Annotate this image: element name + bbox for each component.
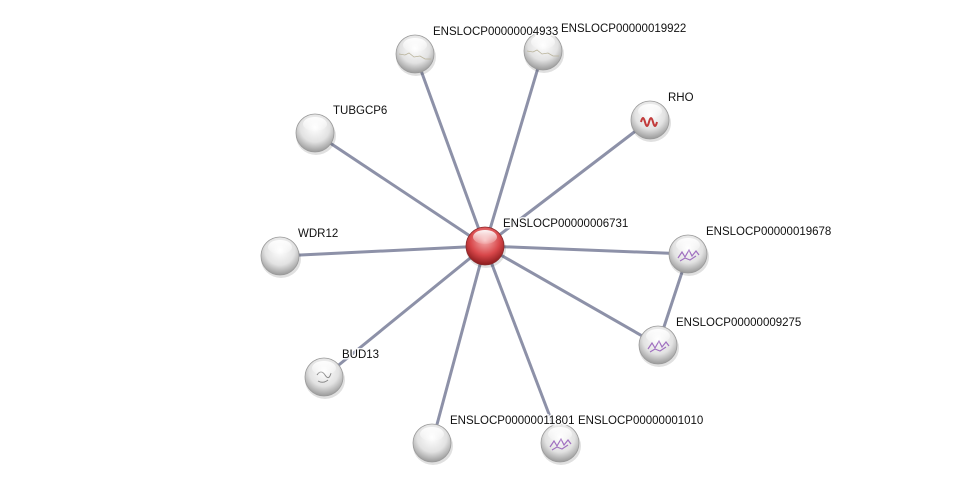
node-label: BUD13: [342, 349, 379, 361]
edge-ENSLOCP00000006731-BUD13[interactable]: [323, 244, 486, 379]
ball-highlight: [303, 117, 327, 131]
node-ENSLOCP00000006731[interactable]: [465, 226, 506, 268]
ball-highlight: [268, 240, 292, 254]
edge-ENSLOCP00000006731-ENSLOCP00000019922[interactable]: [483, 50, 545, 247]
edge-ENSLOCP00000006731-ENSLOCP00000001010[interactable]: [483, 245, 562, 444]
nodes-layer: [260, 31, 709, 465]
node-label: ENSLOCP00000019922: [561, 23, 686, 35]
ball-highlight: [420, 427, 444, 441]
ball-highlight: [548, 427, 572, 441]
node-TUBGCP6[interactable]: [295, 113, 336, 155]
edge-ENSLOCP00000006731-ENSLOCP00000011801[interactable]: [430, 245, 487, 444]
node-ENSLOCP00000009275[interactable]: [638, 325, 679, 367]
structure-icon: [526, 49, 559, 57]
ball-highlight: [676, 238, 700, 252]
node-ENSLOCP00000004933[interactable]: [395, 34, 436, 76]
ball-highlight: [403, 38, 427, 52]
edge-ENSLOCP00000006731-RHO[interactable]: [484, 118, 651, 248]
node-label: ENSLOCP00000006731: [503, 218, 628, 230]
node-label: ENSLOCP00000019678: [706, 226, 831, 238]
node-label: ENSLOCP00000001010: [578, 415, 703, 427]
ball-highlight: [638, 104, 662, 118]
edge-ENSLOCP00000006731-TUBGCP6[interactable]: [314, 131, 486, 248]
node-RHO[interactable]: [630, 100, 671, 142]
node-BUD13[interactable]: [304, 357, 345, 399]
structure-icon: [640, 117, 658, 127]
node-label: WDR12: [298, 228, 338, 240]
ball-highlight: [531, 35, 555, 49]
ball-highlight: [646, 329, 670, 343]
node-ENSLOCP00000019922[interactable]: [523, 31, 564, 73]
node-label: ENSLOCP00000009275: [676, 317, 801, 329]
edge-ENSLOCP00000006731-ENSLOCP00000019678[interactable]: [484, 244, 689, 256]
node-label: RHO: [668, 92, 694, 104]
node-label: ENSLOCP00000004933: [433, 26, 558, 38]
node-ENSLOCP00000001010[interactable]: [540, 423, 581, 465]
ball-highlight: [312, 361, 336, 375]
node-ENSLOCP00000011801[interactable]: [412, 423, 453, 465]
node-ENSLOCP00000019678[interactable]: [668, 234, 709, 276]
ball-highlight: [473, 230, 497, 244]
node-WDR12[interactable]: [260, 236, 301, 278]
node-label: ENSLOCP00000011801: [450, 415, 574, 427]
edge-ENSLOCP00000006731-ENSLOCP00000009275[interactable]: [484, 244, 659, 347]
edge-ENSLOCP00000006731-WDR12[interactable]: [279, 244, 486, 258]
structure-icon: [398, 52, 431, 60]
node-label: TUBGCP6: [333, 105, 387, 117]
edge-ENSLOCP00000006731-ENSLOCP00000004933[interactable]: [413, 53, 487, 247]
